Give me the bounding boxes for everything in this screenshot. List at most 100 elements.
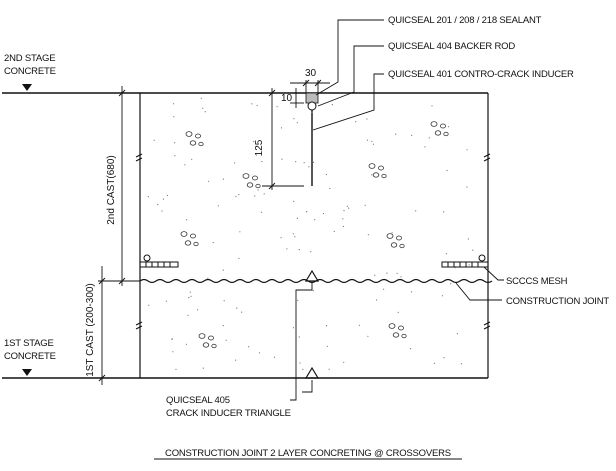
dimension-sealant-depth-text: 10 [281, 93, 293, 104]
dimension-first-cast [98, 266, 118, 385]
concrete-speckle [447, 126, 450, 128]
aggregate-stone [208, 335, 214, 341]
aggregate-stone [190, 233, 196, 239]
concrete-speckle [225, 339, 227, 341]
concrete-speckle [303, 162, 305, 164]
concrete-speckle [241, 311, 243, 313]
concrete-speckle [299, 362, 301, 364]
callout-backer-rod: QUICSEAL 404 BACKER ROD [388, 41, 515, 52]
concrete-speckle [364, 204, 366, 206]
mesh-bar-left [139, 254, 179, 268]
aggregate-stone [381, 173, 387, 179]
concrete-speckle [254, 195, 256, 197]
concrete-speckle [411, 134, 413, 136]
concrete-speckle [296, 122, 298, 124]
concrete-speckle [280, 237, 282, 239]
concrete-speckle [325, 325, 328, 327]
concrete-speckle [186, 219, 188, 221]
concrete-speckle [208, 180, 210, 182]
concrete-speckle [296, 217, 298, 219]
concrete-speckle [263, 193, 265, 195]
concrete-slab-outline [135, 92, 491, 379]
concrete-speckle [286, 248, 288, 250]
concrete-speckle [298, 249, 300, 251]
aggregate-stone [198, 141, 204, 147]
aggregate-stone [430, 121, 438, 127]
concrete-speckle [367, 234, 369, 236]
aggregate-stone [211, 343, 217, 349]
concrete-speckle [343, 210, 345, 212]
concrete-speckle [280, 127, 283, 129]
aggregate-stone [184, 240, 192, 246]
concrete-speckle [222, 178, 224, 180]
concrete-speckle [148, 304, 150, 306]
concrete-speckle [293, 200, 295, 202]
concrete-speckle [147, 196, 149, 198]
concrete-speckle [217, 205, 219, 207]
aggregate-stone [392, 332, 400, 338]
concrete-speckle [222, 325, 224, 327]
concrete-speckle [366, 118, 368, 120]
aggregate-stone [193, 241, 199, 247]
concrete-speckle [460, 363, 463, 365]
concrete-speckle [235, 359, 237, 361]
concrete-speckle [302, 368, 304, 370]
concrete-speckle [202, 107, 204, 109]
concrete-speckle [276, 106, 278, 108]
callout-crack-inducer-line2: CRACK INDUCER TRIANGLE [166, 408, 291, 419]
concrete-speckle [468, 264, 470, 266]
concrete-speckle [446, 169, 448, 172]
first-stage-level-marker: 1ST STAGE CONCRETE [2, 338, 140, 379]
aggregate-stone [372, 172, 380, 178]
aggregate-stone [195, 133, 201, 139]
callout-contro-crack-inducer: QUICSEAL 401 CONTRO-CRACK INDUCER [388, 69, 574, 80]
concrete-speckle [153, 139, 155, 141]
concrete-speckle [197, 309, 199, 311]
concrete-speckle [454, 267, 456, 269]
aggregate-stone [440, 123, 446, 129]
concrete-speckle [371, 140, 373, 142]
dimension-second-cast [118, 86, 140, 286]
callout-sealant: QUICSEAL 201 / 208 / 218 SEALANT [388, 15, 542, 26]
concrete-speckle [342, 225, 344, 228]
concrete-speckle [312, 161, 315, 163]
concrete-speckle [184, 164, 186, 166]
concrete-speckle [174, 155, 176, 157]
concrete-speckle [200, 97, 202, 99]
concrete-speckle [190, 295, 192, 297]
concrete-speckle [355, 121, 357, 123]
aggregate-stone [378, 165, 384, 171]
concrete-speckle [204, 111, 206, 113]
aggregate-stone [434, 130, 442, 136]
concrete-speckle [172, 351, 174, 353]
aggregate-stone [399, 243, 405, 249]
concrete-speckle [292, 327, 294, 329]
aggregate-stone [189, 140, 197, 146]
concrete-speckle [348, 207, 350, 209]
concrete-speckle [202, 367, 204, 369]
concrete-speckle [386, 272, 388, 274]
concrete-speckle [236, 307, 238, 309]
crack-inducer-triangle-mid [304, 269, 320, 282]
concrete-speckle [155, 261, 157, 264]
concrete-speckle [297, 299, 299, 301]
concrete-speckle [174, 142, 176, 144]
concrete-speckle [248, 346, 250, 348]
concrete-speckle [298, 336, 300, 338]
concrete-speckle [172, 103, 175, 105]
concrete-speckle [466, 186, 468, 188]
concrete-speckle [415, 210, 417, 212]
concrete-speckle [157, 204, 159, 206]
concrete-speckle [343, 361, 345, 363]
concrete-speckle [308, 166, 310, 168]
aggregate-stone [368, 163, 376, 169]
concrete-speckle [171, 338, 173, 340]
dimension-second-cast-text: 2nd CAST(680) [106, 155, 117, 224]
concrete-speckle [467, 238, 469, 240]
concrete-speckle [173, 116, 175, 118]
concrete-speckle [261, 211, 263, 213]
aggregate-stone [198, 333, 206, 339]
concrete-speckle [162, 198, 164, 200]
concrete-speckle [306, 211, 308, 213]
